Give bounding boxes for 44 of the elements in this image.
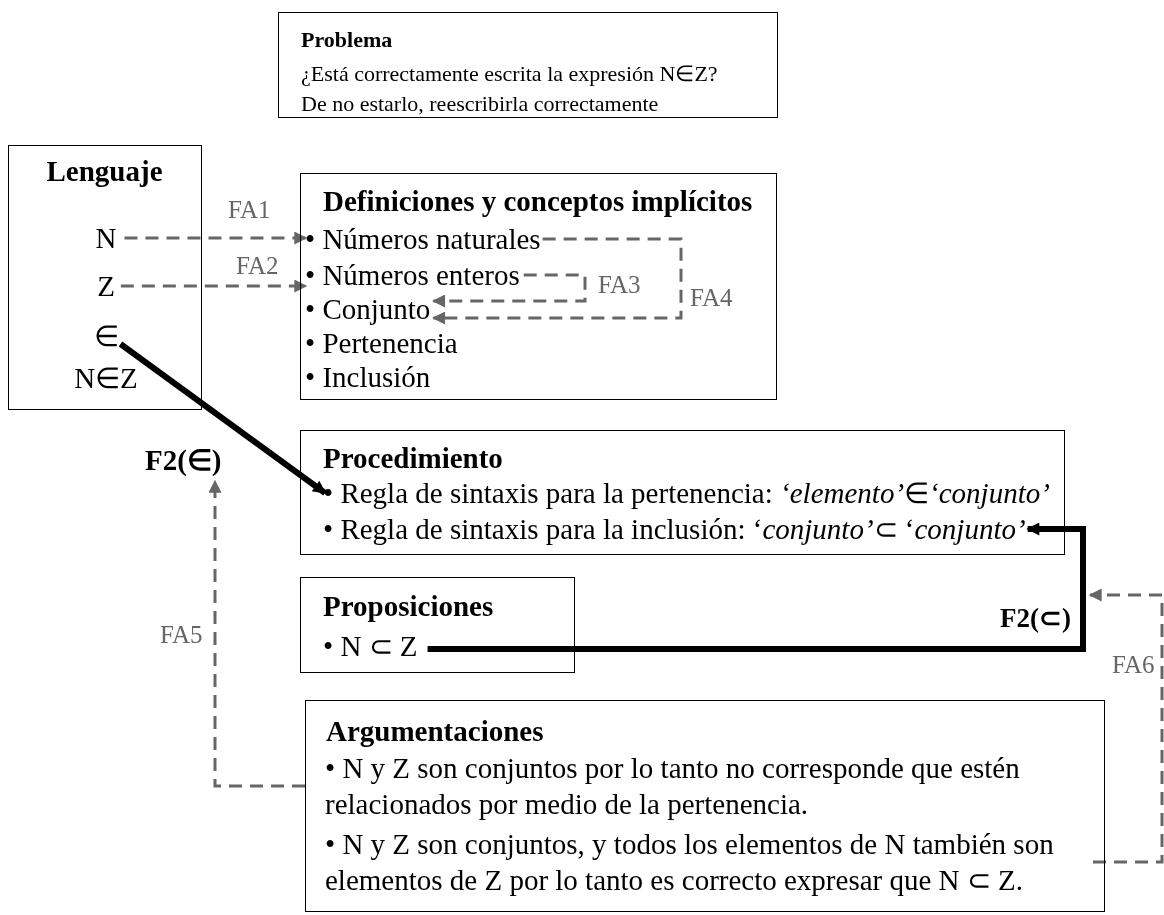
- category-box: [300, 577, 575, 673]
- category-box: [8, 145, 202, 410]
- list-item: • N y Z son conjuntos por lo tanto no corresponde que estén relacionados por medio de la pertenencia.: [325, 750, 1095, 822]
- symbol-label: ∈: [93, 319, 119, 353]
- problem-statement: De no estarlo, reescribirla correctamente: [301, 91, 659, 117]
- list-item: • Números naturales: [305, 222, 541, 256]
- problem-statement: ¿Está correctamente escrita la expresión N∈Z?: [301, 61, 718, 87]
- edge-label: FA5: [160, 620, 203, 650]
- box-heading: Procedimiento: [323, 441, 503, 475]
- arrow: [124, 231, 308, 245]
- edge-label: FA3: [598, 270, 641, 300]
- arrow: [432, 237, 683, 325]
- category-box: [300, 173, 777, 400]
- list-item: • Inclusión: [305, 360, 431, 394]
- symbol-label: N: [95, 221, 117, 255]
- edge-label: FA4: [690, 283, 733, 313]
- list-item: • Regla de sintaxis para la pertenencia: ‘elemento’∈‘conjunto’: [323, 476, 1050, 510]
- category-box: [305, 700, 1105, 912]
- list-item: • N y Z son conjuntos, y todos los elementos de N también son elementos de Z por lo tanto es correcto expresar que N ⊂ Z.: [325, 826, 1095, 898]
- symbol-label: N∈Z: [74, 361, 138, 395]
- arrow: [1088, 588, 1164, 864]
- symbol-label: Z: [97, 269, 115, 303]
- edge-label: FA1: [228, 195, 271, 225]
- arrow: [208, 479, 305, 788]
- box-heading: Problema: [301, 27, 393, 53]
- arrow: [432, 273, 587, 308]
- edge-label: FA6: [1112, 650, 1155, 680]
- list-item: • Pertenencia: [305, 326, 458, 360]
- flow-label: F2(∈): [145, 443, 222, 477]
- list-item: • Regla de sintaxis para la inclusión: ‘conjunto’⊂ ‘conjunto’: [323, 512, 1026, 546]
- problem-box: [278, 12, 778, 118]
- edge-label: F2(⊂): [1000, 603, 1071, 633]
- list-item: • N ⊂ Z: [323, 629, 418, 663]
- list-item: • Números enteros: [305, 258, 520, 292]
- box-heading: Lenguaje: [45, 154, 164, 188]
- box-heading: Definiciones y conceptos implícitos: [323, 184, 753, 218]
- arrow: [120, 279, 308, 293]
- arrow: [427, 522, 1086, 652]
- edge-label: FA2: [236, 251, 279, 281]
- category-box: [300, 430, 1065, 555]
- box-heading: Argumentaciones: [326, 714, 544, 748]
- list-item: • Conjunto: [305, 292, 431, 326]
- box-heading: Proposiciones: [323, 589, 494, 623]
- arrow: [118, 341, 327, 496]
